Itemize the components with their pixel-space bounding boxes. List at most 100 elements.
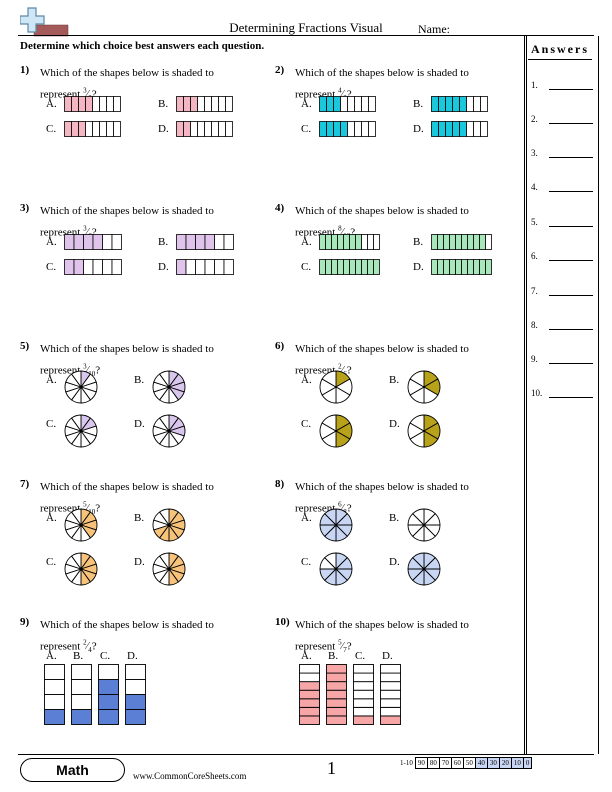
answer-line-8[interactable]: 8. [531,320,595,330]
bar-segment [380,689,401,700]
answer-blank[interactable] [549,191,593,192]
bar-segment [197,96,205,112]
bar-diagram [431,96,488,112]
bar-segment [445,121,453,137]
option-letter: C. [301,418,312,430]
bar-diagram [380,664,401,725]
answer-line-2[interactable]: 2. [531,114,595,124]
bar-segment [333,121,341,137]
bar-diagram [64,234,122,250]
answer-number: 2. [531,114,538,124]
bar-segment [333,96,341,112]
question-stem: Which of the shapes below is shaded to [295,343,469,355]
bar-segment [459,121,467,137]
bar-segment [355,259,362,275]
bar-diagram [44,664,65,725]
answer-line-6[interactable]: 6. [531,251,595,261]
option-letter: B. [134,512,145,524]
bar-segment [223,234,234,250]
bar-segment [299,689,320,700]
bar-segment [71,664,92,680]
question-number: 2) [275,64,285,76]
represent-label: represent [40,640,81,653]
bar-segment [431,121,439,137]
answer-blank[interactable] [549,329,593,330]
answer-blank[interactable] [549,295,593,296]
answer-line-4[interactable]: 4. [531,182,595,192]
bar-segment [125,709,146,725]
bar-segment [71,96,79,112]
represent-label: represent [40,502,81,515]
bar-diagram [431,121,488,137]
fraction-numerator: 2 [83,639,87,647]
answer-blank[interactable] [549,363,593,364]
answer-line-7[interactable]: 7. [531,286,595,296]
answer-line-3[interactable]: 3. [531,148,595,158]
site-url[interactable]: www.CommonCoreSheets.com [133,771,247,781]
option-letter: C. [301,556,312,568]
bar-segment [102,259,113,275]
bar-segment [113,121,121,137]
represent-label: represent [295,502,336,515]
bar-segment [354,121,362,137]
bar-segment [106,96,114,112]
option-letter: A. [301,512,312,524]
pie-slice [412,508,425,527]
fraction-numerator: 8 [338,225,342,233]
bar-segment [353,672,374,683]
bar-segment [319,259,326,275]
option-letter: A. [46,98,57,110]
pie-slice [158,414,170,433]
bar-segment [111,234,122,250]
bar-segment [102,234,113,250]
answer-blank[interactable] [549,397,593,398]
bar-diagram [176,234,234,250]
answer-number: 7. [531,286,538,296]
bar-segment [480,96,488,112]
bar-segment [380,698,401,708]
bar-segment [337,259,344,275]
bar-segment [185,234,196,250]
bar-segment [176,234,187,250]
question-stem: Which of the shapes below is shaded to [295,205,469,217]
bar-segment [437,234,444,250]
bar-segment [473,234,480,250]
answer-blank[interactable] [549,260,593,261]
bar-segment [368,121,376,137]
answer-line-9[interactable]: 9. [531,354,595,364]
bar-segment [353,698,374,708]
answer-line-5[interactable]: 5. [531,217,595,227]
fraction-numerator: 5 [83,501,87,509]
answer-blank[interactable] [549,89,593,90]
pie-diagram [64,370,98,404]
bar-segment [92,96,100,112]
answer-number: 6. [531,251,538,261]
bar-segment [466,96,474,112]
answer-blank[interactable] [549,157,593,158]
bar-segment [452,121,460,137]
bar-segment [85,96,93,112]
math-badge: Math [20,758,125,782]
answers-title: Answers [531,42,589,56]
answer-number: 5. [531,217,538,227]
bar-segment [299,715,320,725]
score-cell: 60 [450,757,464,769]
answer-line-1[interactable]: 1. [531,80,595,90]
answer-blank[interactable] [549,123,593,124]
bar-segment [71,679,92,695]
bar-diagram [319,121,376,137]
bar-segment [452,96,460,112]
bar-diagram [98,664,119,725]
bar-segment [485,259,492,275]
answer-line-10[interactable]: 10. [531,388,595,398]
fraction-numerator: 3 [83,87,87,95]
bar-segment [343,234,350,250]
bar-segment [326,121,334,137]
bar-segment [326,706,347,717]
answer-blank[interactable] [549,226,593,227]
bar-segment [455,234,462,250]
option-letter: D. [134,418,145,430]
bar-diagram [326,664,347,725]
bar-segment [437,259,444,275]
